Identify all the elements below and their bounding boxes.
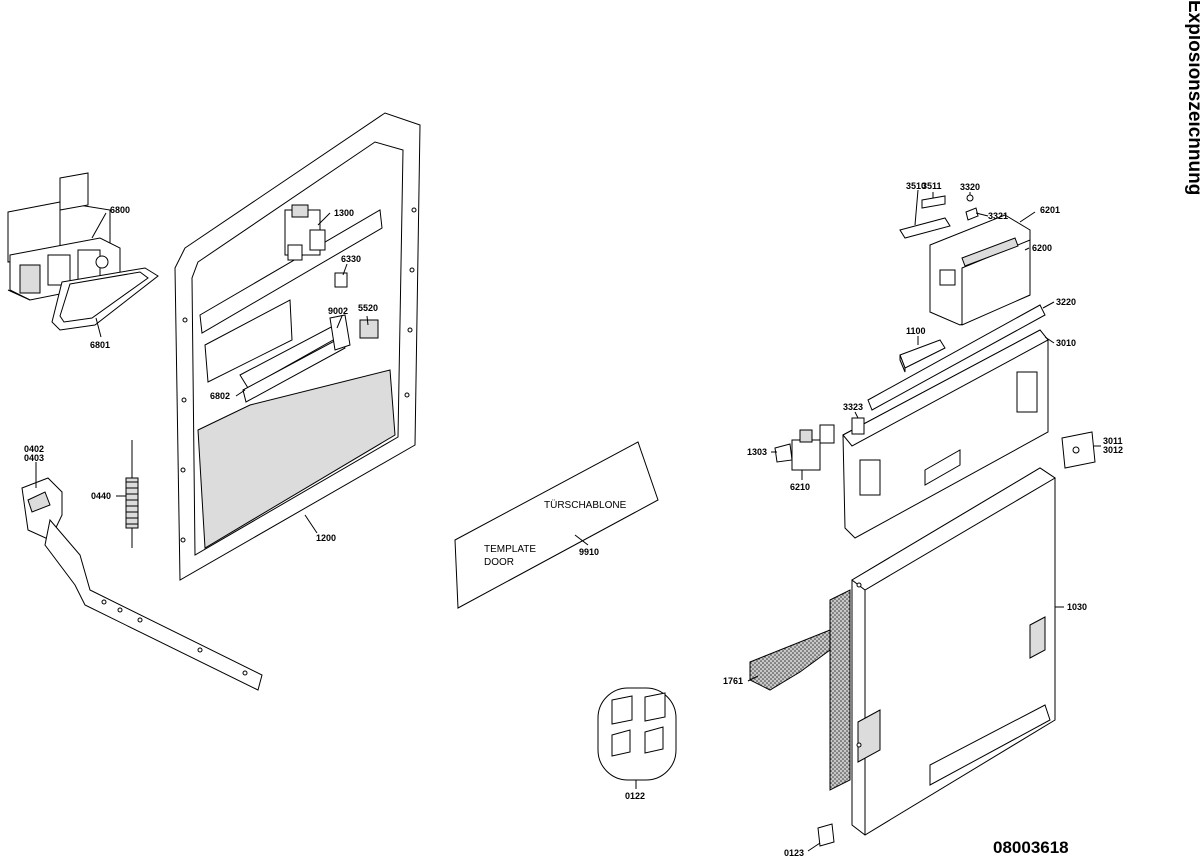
leader-lines xyxy=(35,189,1101,852)
document-number: 08003618 xyxy=(993,838,1069,857)
part-3321 xyxy=(965,207,979,221)
label-9002: 9002 xyxy=(328,306,348,316)
hinge-kit-0122 xyxy=(597,687,677,781)
handle-bar-6802 xyxy=(239,314,351,403)
part-3510 xyxy=(899,217,951,239)
part-0123 xyxy=(817,823,835,847)
label-3011: 3011 xyxy=(1103,436,1123,446)
label-1030: 1030 xyxy=(1067,602,1087,612)
template-label-de: TÜRSCHABLONE xyxy=(544,499,627,511)
outer-door-panel-1030 xyxy=(851,467,1056,836)
label-1200: 1200 xyxy=(316,533,336,543)
spring-0440 xyxy=(125,440,139,548)
label-6800: 6800 xyxy=(110,205,130,215)
control-unit-6800 xyxy=(7,172,121,301)
template-label-en-line1: TEMPLATE xyxy=(484,544,536,555)
label-6802: 6802 xyxy=(210,391,230,401)
door-template-9910 xyxy=(454,441,659,609)
template-label-en-line2: DOOR xyxy=(484,557,514,568)
label-3510: 3510 xyxy=(906,181,926,191)
label-1300: 1300 xyxy=(334,208,354,218)
label-3511: 3511 xyxy=(922,181,942,191)
control-bar-3220 xyxy=(867,304,1046,411)
part-labels: 6800 6801 1300 6330 9002 5520 6802 0402 … xyxy=(24,181,1123,858)
label-0123: 0123 xyxy=(784,848,804,857)
part-5520 xyxy=(359,319,379,339)
door-hinge-0402 xyxy=(21,477,263,691)
label-0402: 0402 xyxy=(24,444,44,454)
label-9910: 9910 xyxy=(579,547,599,557)
label-3220: 3220 xyxy=(1056,297,1076,307)
part-1303 xyxy=(774,443,793,463)
control-panel-3010 xyxy=(842,329,1049,539)
label-0122: 0122 xyxy=(625,791,645,801)
label-3323: 3323 xyxy=(843,402,863,412)
label-3321: 3321 xyxy=(988,211,1008,221)
insulation-strip xyxy=(829,589,851,791)
part-3323 xyxy=(851,417,865,435)
label-5520: 5520 xyxy=(358,303,378,313)
diagram-title: Explosionszeichnung xyxy=(1184,0,1200,195)
part-6330 xyxy=(334,272,348,288)
label-6201: 6201 xyxy=(1040,205,1060,215)
label-3320: 3320 xyxy=(960,182,980,192)
label-6210: 6210 xyxy=(790,482,810,492)
gasket-6801 xyxy=(51,267,159,331)
door-lock-1300 xyxy=(284,204,326,261)
electronics-module-6200 xyxy=(929,214,1031,326)
insulation-1761 xyxy=(749,629,831,691)
label-6200: 6200 xyxy=(1032,243,1052,253)
label-1100: 1100 xyxy=(906,326,926,336)
label-0440: 0440 xyxy=(91,491,111,501)
label-3010: 3010 xyxy=(1056,338,1076,348)
part-3320 xyxy=(966,194,974,202)
part-1100 xyxy=(899,339,946,373)
label-6801: 6801 xyxy=(90,340,110,350)
label-1761: 1761 xyxy=(723,676,743,686)
part-3511 xyxy=(921,195,946,209)
label-1303: 1303 xyxy=(747,447,767,457)
switch-6210 xyxy=(791,424,835,471)
bracket-3011 xyxy=(1061,431,1096,469)
label-6330: 6330 xyxy=(341,254,361,264)
label-3012: 3012 xyxy=(1103,445,1123,455)
label-0403: 0403 xyxy=(24,453,44,463)
